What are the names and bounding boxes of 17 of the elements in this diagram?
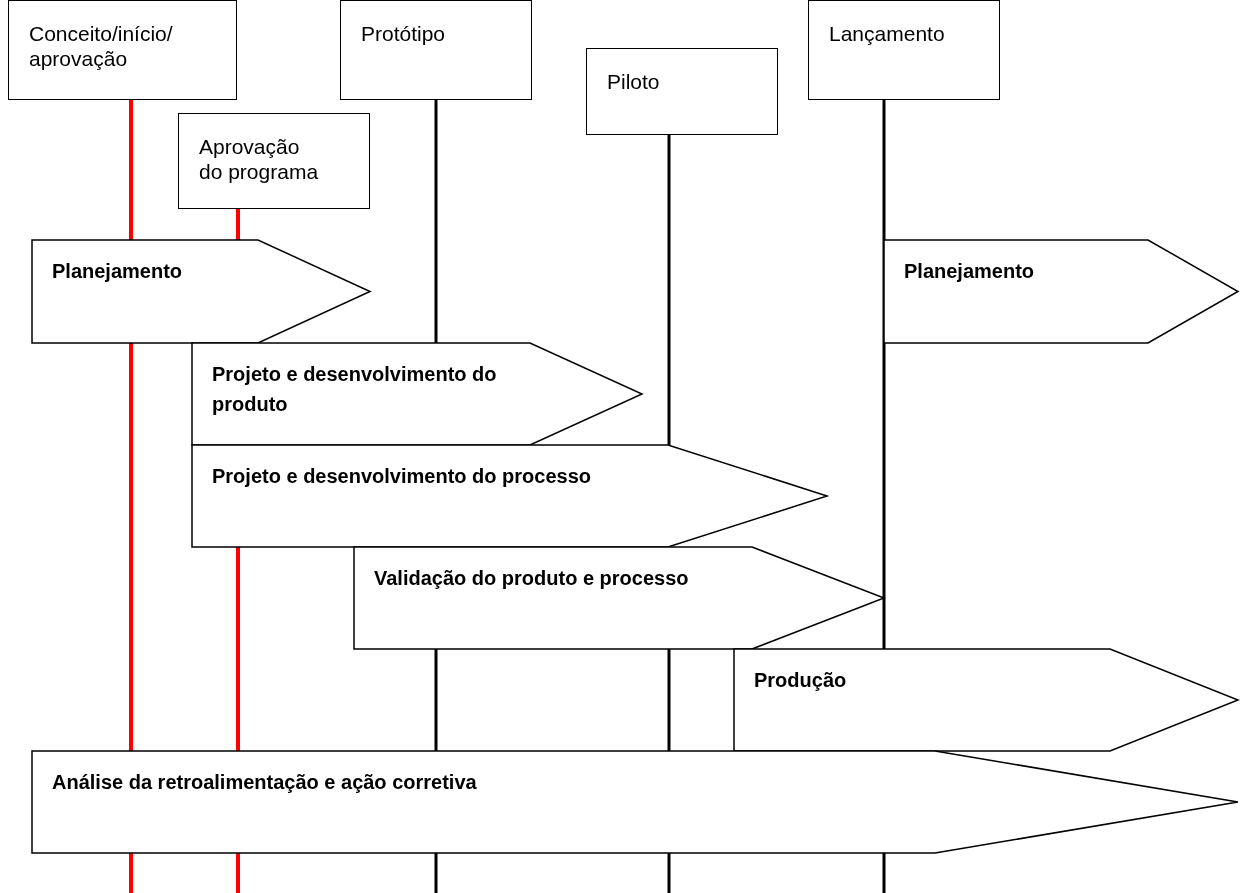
milestone-box [808, 0, 1000, 100]
milestone-box [586, 48, 778, 135]
phase-label: Projeto e desenvolvimento do produto [212, 362, 498, 417]
milestone-label: Protótipo [361, 21, 447, 46]
phase-label: Projeto e desenvolvimento do processo [212, 464, 592, 489]
milestone-label: Conceito/início/ aprovação [29, 21, 174, 71]
milestone-box [8, 0, 237, 100]
phase-label: Produção [754, 668, 848, 693]
phase-label: Planejamento [904, 259, 1036, 284]
phase-label: Validação do produto e processo [374, 566, 690, 591]
milestone-label: Piloto [607, 69, 661, 94]
phase-label: Planejamento [52, 259, 184, 284]
milestone-box [178, 113, 370, 209]
milestone-label: Lançamento [829, 21, 946, 46]
milestone-label: Aprovação do programa [199, 134, 320, 184]
milestone-box [340, 0, 532, 100]
phase-label: Análise da retroalimentação e ação corretiva [52, 770, 478, 795]
